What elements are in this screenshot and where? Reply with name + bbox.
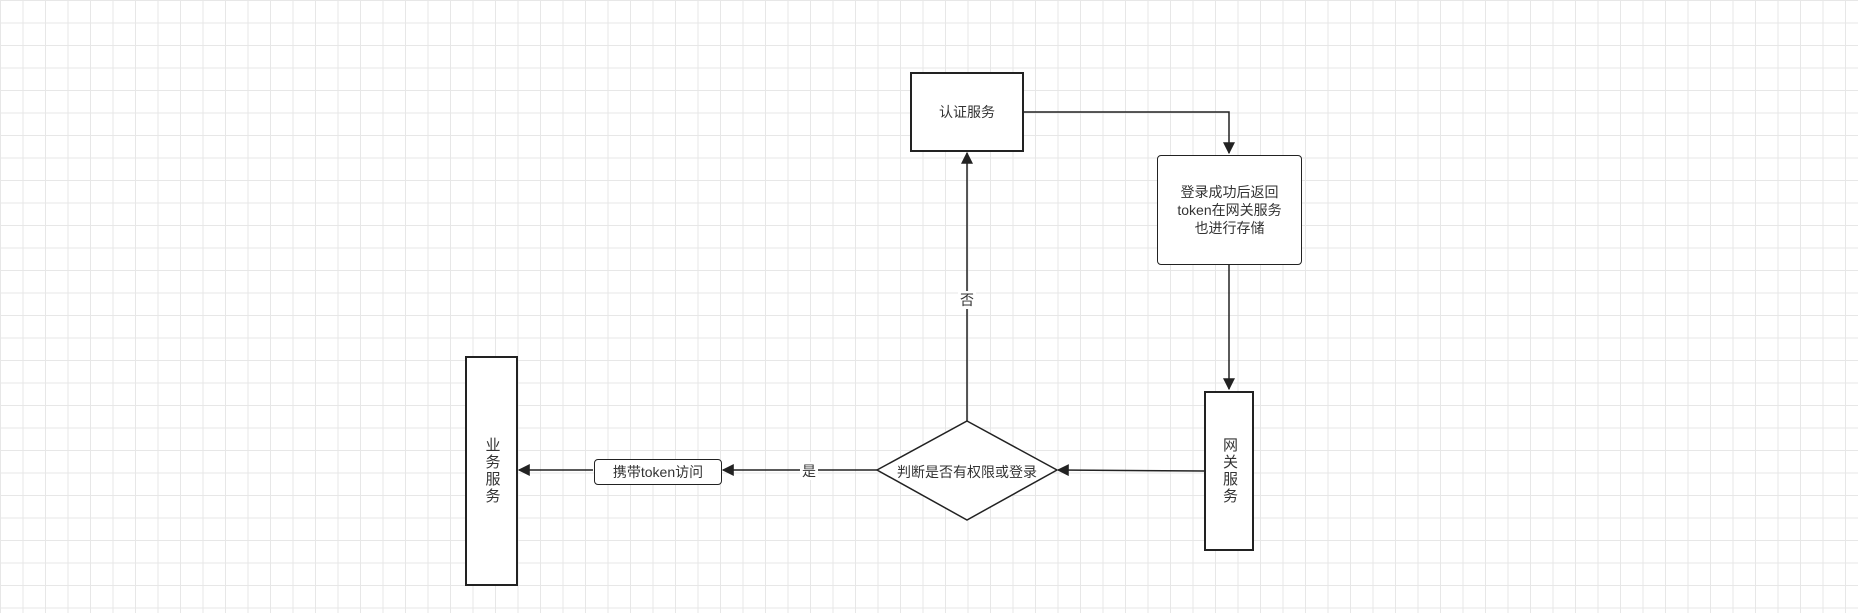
edge-gateway-to-decision [1056, 464, 1205, 477]
decision-label: 判断是否有权限或登录 [897, 464, 1037, 480]
login-store-label: 登录成功后返回 token在网关服务 也进行存储 [1177, 184, 1282, 236]
edge-label-no: 否 [958, 291, 976, 309]
gateway-service-node[interactable]: 网关服务 [1204, 391, 1254, 551]
token-access-node[interactable]: 携带token访问 [594, 459, 722, 485]
decision-diamond [875, 420, 1059, 521]
edge-label-yes: 是 [800, 462, 818, 480]
auth-service-label: 认证服务 [939, 104, 995, 120]
business-service-node[interactable]: 业务服务 [465, 356, 518, 586]
gateway-service-label: 网关服务 [1221, 437, 1238, 505]
auth-service-node[interactable]: 认证服务 [910, 72, 1024, 152]
edge-auth-to-login [1024, 111, 1235, 155]
business-service-label: 业务服务 [483, 437, 501, 505]
login-store-node[interactable]: 登录成功后返回 token在网关服务 也进行存储 [1157, 155, 1302, 265]
token-access-label: 携带token访问 [612, 464, 704, 480]
